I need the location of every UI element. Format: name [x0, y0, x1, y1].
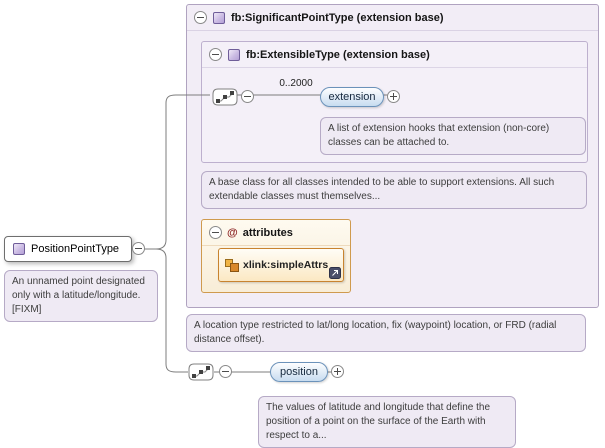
attribute-group-label: xlink:simpleAttrs [243, 259, 329, 271]
positionpointtype-node[interactable]: PositionPointType [4, 236, 132, 262]
extension-documentation: A list of extension hooks that extension… [320, 117, 586, 155]
significantpointtype-header: fb:SignificantPointType (extension base) [187, 5, 598, 31]
element-extension[interactable]: extension [320, 87, 384, 107]
expand-icon[interactable] [387, 90, 400, 103]
extensibletype-panel: fb:ExtensibleType (extension base) 0..20… [201, 41, 588, 163]
panel-title: fb:SignificantPointType (extension base) [231, 11, 444, 24]
complextype-icon [213, 11, 225, 24]
attributes-panel: @ attributes xlink:simpleAttrs [201, 219, 351, 293]
attributes-title: attributes [242, 226, 293, 239]
extensibletype-documentation: A base class for all classes intended to… [201, 171, 587, 209]
root-node-label: PositionPointType [31, 243, 120, 255]
collapse-icon[interactable] [219, 365, 232, 378]
collapse-icon[interactable] [194, 11, 207, 24]
sequence-icon[interactable] [188, 363, 214, 381]
cardinality-label: 0..2000 [279, 78, 313, 89]
significantpointtype-panel: fb:SignificantPointType (extension base)… [186, 4, 599, 308]
collapse-icon[interactable] [132, 242, 145, 255]
positionpointtype-documentation: An unnamed point designated only with a … [4, 270, 158, 322]
collapse-icon[interactable] [241, 90, 254, 103]
element-position[interactable]: position [270, 362, 328, 382]
expand-icon[interactable] [331, 365, 344, 378]
complextype-icon [228, 48, 240, 61]
panel-title: fb:ExtensibleType (extension base) [246, 48, 430, 61]
attributegroup-icon [225, 259, 239, 272]
significantpointtype-documentation: A location type restricted to lat/long l… [186, 314, 586, 352]
collapse-icon[interactable] [209, 48, 222, 61]
extensibletype-header: fb:ExtensibleType (extension base) [202, 42, 587, 68]
attributes-header: @ attributes [202, 220, 350, 246]
complextype-icon [13, 243, 25, 255]
attribute-group-xlink-simpleattrs[interactable]: xlink:simpleAttrs [218, 248, 344, 282]
position-documentation: The values of latitude and longitude tha… [258, 396, 516, 448]
collapse-icon[interactable] [209, 226, 222, 239]
sequence-icon[interactable] [212, 88, 238, 106]
attribute-at-icon: @ [227, 226, 238, 239]
jump-to-definition-icon[interactable] [329, 267, 341, 279]
